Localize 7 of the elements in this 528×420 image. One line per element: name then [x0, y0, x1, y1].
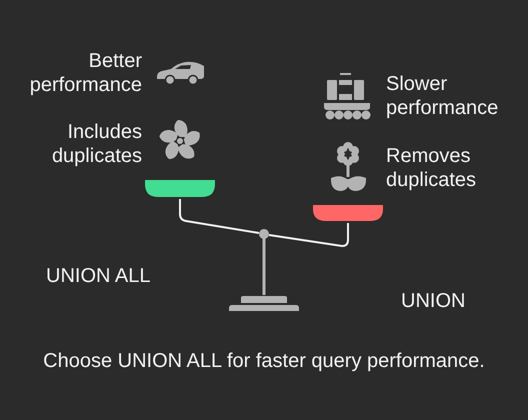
option-label: UNION — [401, 289, 466, 313]
feature-label: Removes duplicates — [386, 144, 478, 192]
option-label: UNION ALL — [46, 264, 150, 288]
feature-label: Includes duplicates — [50, 120, 142, 168]
feature-label: Better performance — [28, 49, 142, 97]
feature-label: Slower performance — [386, 72, 500, 120]
caption: Choose UNION ALL for faster query performance. — [42, 349, 486, 373]
